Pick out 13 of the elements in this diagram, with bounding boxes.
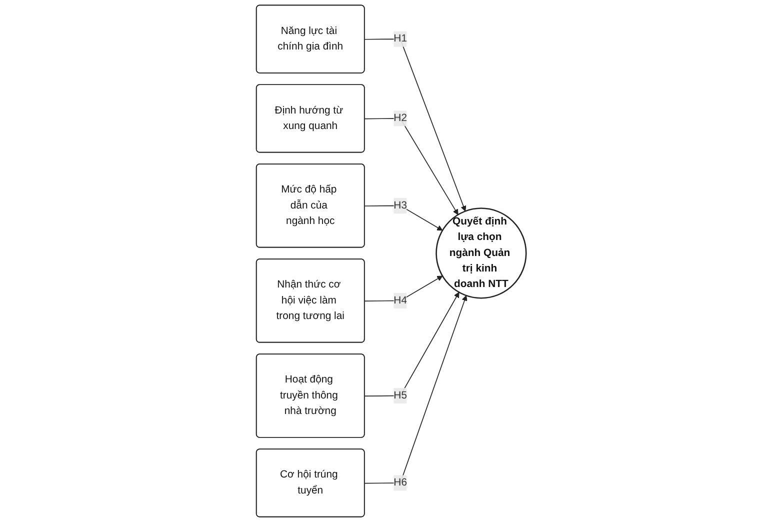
node-circle: Quyết định lựa chọn ngành Quản trị kinh doanh NTT	[435, 208, 527, 299]
edge-label: H6	[393, 477, 407, 488]
arrow	[364, 205, 442, 231]
arrow	[364, 38, 466, 212]
arrow	[364, 276, 442, 302]
edge-label: H3	[393, 200, 407, 211]
arrow	[364, 295, 468, 484]
arrow	[364, 118, 458, 215]
arrow	[364, 292, 460, 396]
edge-label: H1	[393, 33, 407, 44]
edge-label: H2	[393, 112, 407, 124]
edge-label: H5	[393, 390, 407, 401]
edge-label: H4	[393, 294, 407, 306]
